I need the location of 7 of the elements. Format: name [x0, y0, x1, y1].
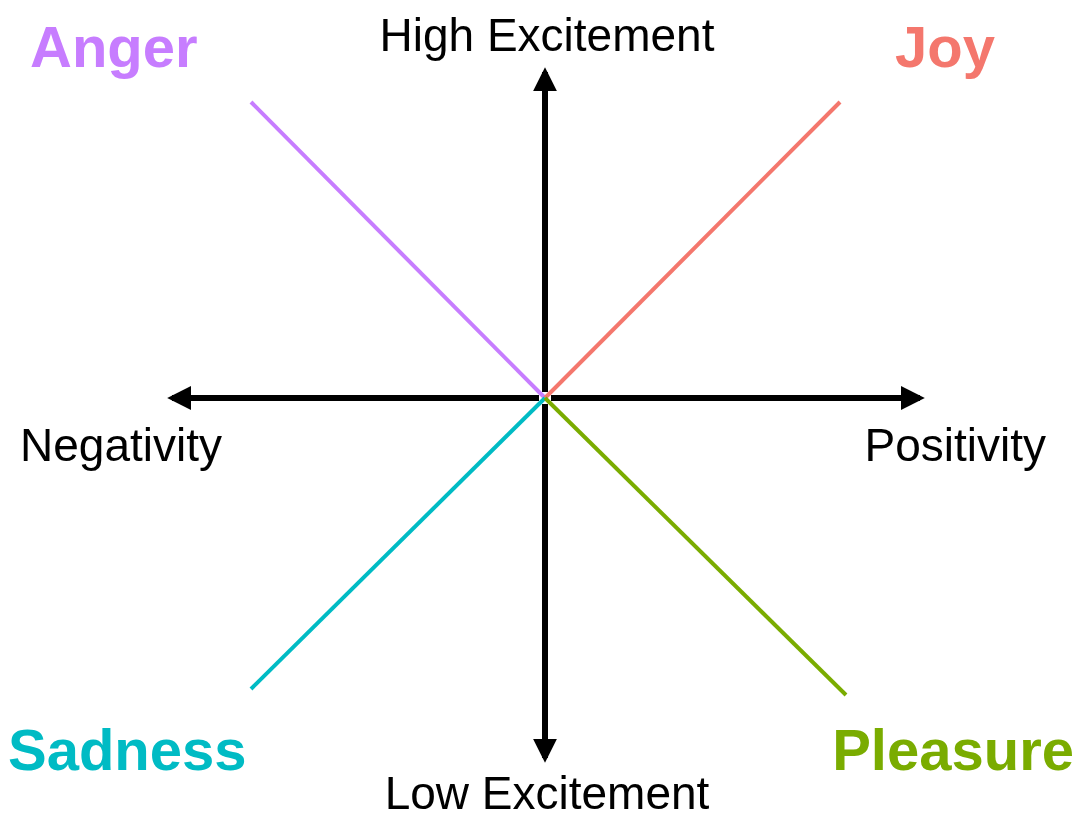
emotion-label: Pleasure	[832, 721, 1074, 779]
diagonal-line	[543, 396, 848, 697]
axis-label: Low Excitement	[384, 770, 710, 814]
diagonal-line	[249, 396, 547, 691]
emotion-label: Sadness	[8, 721, 247, 779]
diagonal-line	[249, 100, 547, 400]
diagonal-line	[543, 100, 842, 400]
